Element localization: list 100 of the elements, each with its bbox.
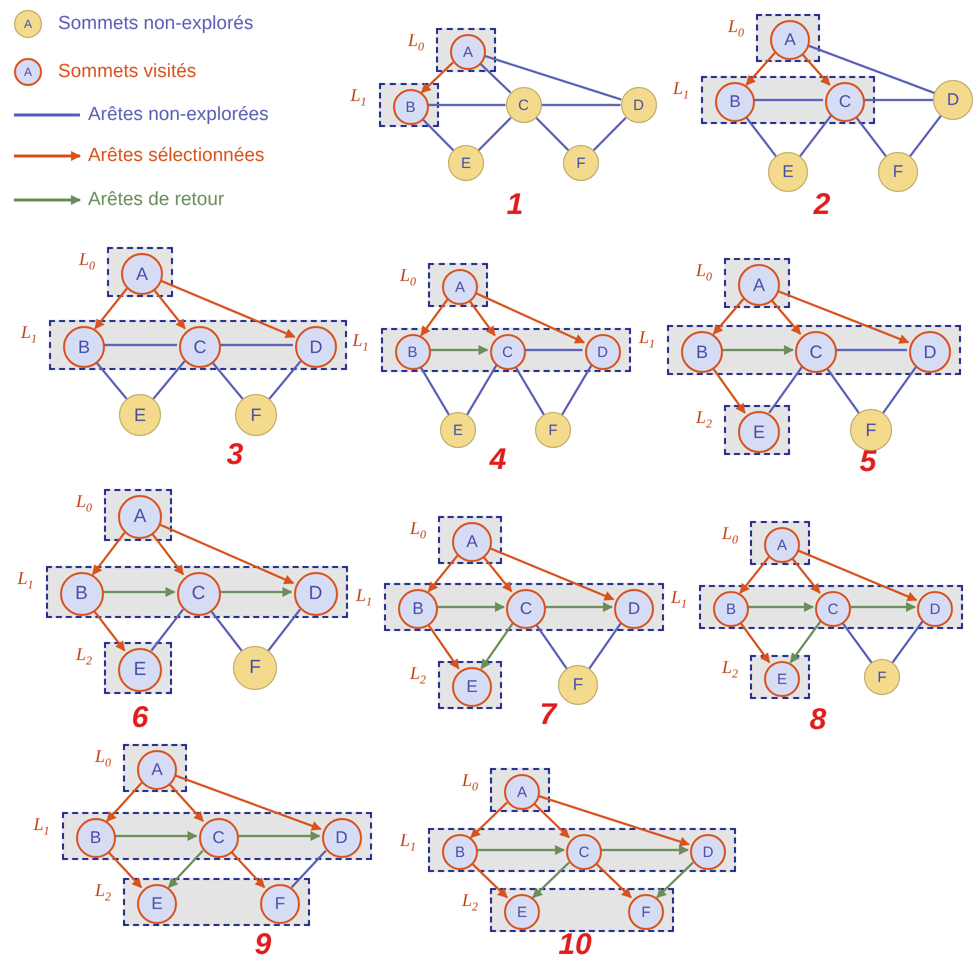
level-label: L$_{0}$: [462, 770, 478, 795]
arrow: [420, 62, 454, 94]
vertex-circle: D: [295, 326, 337, 368]
level-label: L$_{2}$: [95, 880, 112, 905]
level-label: L$_{1}$: [671, 587, 688, 612]
level-label: L$_{0}$: [79, 249, 96, 274]
arrow: [152, 288, 186, 330]
vertex-circle: D: [909, 331, 951, 373]
edge-line: [840, 620, 872, 664]
level-label: L$_{0}$: [728, 16, 744, 41]
level-label: L$_{2}$: [722, 657, 738, 682]
edge-line: [542, 104, 620, 106]
vertex-circle: E: [448, 145, 484, 181]
vertex-circle: B: [715, 82, 755, 122]
edge-line: [210, 360, 244, 400]
vertex-circle: A: [118, 495, 162, 539]
edge-line: [909, 115, 942, 157]
level-label: L$_{0}$: [95, 746, 112, 771]
vertex-circle: F: [558, 665, 598, 705]
edge-line: [863, 98, 933, 102]
step-number: 10: [558, 928, 592, 962]
vertex-circle: B: [442, 834, 478, 870]
arrow: [738, 620, 770, 664]
level-label: L$_{0}$: [722, 523, 738, 548]
edge-line: [466, 364, 498, 416]
vertex-circle: C: [795, 331, 837, 373]
arrow: [436, 602, 505, 612]
edge-line: [892, 620, 924, 664]
edge-line: [478, 62, 512, 94]
vertex-circle: B: [63, 326, 105, 368]
arrow: [168, 850, 204, 888]
arrow: [770, 298, 802, 335]
edge-line: [534, 622, 568, 670]
arrow: [796, 548, 918, 602]
edge-line: [882, 366, 917, 414]
arrow: [470, 862, 508, 898]
arrow: [106, 850, 142, 888]
edge-line: [753, 98, 823, 102]
vertex-circle: D: [294, 572, 338, 616]
step-number: 7: [540, 698, 556, 732]
arrow: [229, 850, 266, 888]
edge-line: [561, 364, 592, 416]
edge-line: [478, 117, 512, 151]
edge-line: [825, 366, 860, 414]
arrow: [656, 862, 694, 898]
arrow: [114, 831, 198, 841]
vertex-circle: F: [878, 152, 918, 192]
arrow: [92, 532, 126, 576]
vertex-circle: E: [119, 394, 161, 436]
edge-line: [94, 360, 128, 400]
level-label: L$_{1}$: [18, 568, 34, 593]
vertex-circle: F: [864, 659, 900, 695]
vertex-circle: F: [535, 412, 571, 448]
arrow: [747, 602, 814, 612]
edge-line: [290, 850, 327, 888]
vertex-circle: D: [917, 591, 953, 627]
edge-line: [535, 117, 570, 151]
vertex-circle: B: [76, 818, 116, 858]
arrow: [600, 845, 689, 855]
vertex-circle: D: [614, 589, 654, 629]
vertex-circle: D: [584, 334, 620, 370]
vertex-circle: D: [620, 87, 656, 123]
vertex-circle: E: [738, 411, 780, 453]
level-label: L$_{0}$: [408, 30, 424, 55]
step-number: 9: [254, 928, 272, 962]
legend-text: Sommets visités: [58, 61, 196, 83]
vertex-circle: A: [770, 20, 810, 60]
level-label: L$_{2}$: [76, 644, 92, 669]
edge-line: [588, 622, 622, 670]
arrow: [712, 298, 744, 335]
level-label: L$_{2}$: [696, 407, 712, 432]
arrow: [468, 298, 496, 336]
vertex-circle: E: [118, 648, 162, 692]
vertex-circle: C: [506, 589, 546, 629]
level-label: L$_{0}$: [400, 265, 416, 290]
arrow: [428, 345, 488, 355]
edge-line: [268, 608, 301, 652]
level-label: L$_{1}$: [352, 330, 369, 355]
edge-line: [744, 115, 777, 157]
vertex-circle: C: [506, 87, 542, 123]
edge-line: [150, 608, 184, 652]
arrow: [92, 608, 126, 652]
vertex-circle: C: [825, 82, 865, 122]
level-label: L$_{1}$: [639, 327, 656, 352]
arrow: [168, 782, 204, 822]
vertex-circle: F: [850, 409, 892, 451]
edge-line: [418, 364, 450, 416]
vertex-circle: E: [504, 894, 540, 930]
vertex-circle: B: [398, 589, 438, 629]
arrow: [790, 620, 822, 664]
arrow: [480, 622, 514, 670]
arrow: [94, 288, 128, 330]
level-label: L$_{1}$: [400, 830, 416, 855]
edge-line: [209, 608, 242, 652]
arrow: [482, 554, 512, 592]
edge-line: [799, 115, 832, 157]
vertex-circle: C: [198, 818, 238, 858]
vertex-circle: A: [137, 750, 177, 790]
arrow: [849, 602, 916, 612]
vertex-circle: B: [60, 572, 104, 616]
